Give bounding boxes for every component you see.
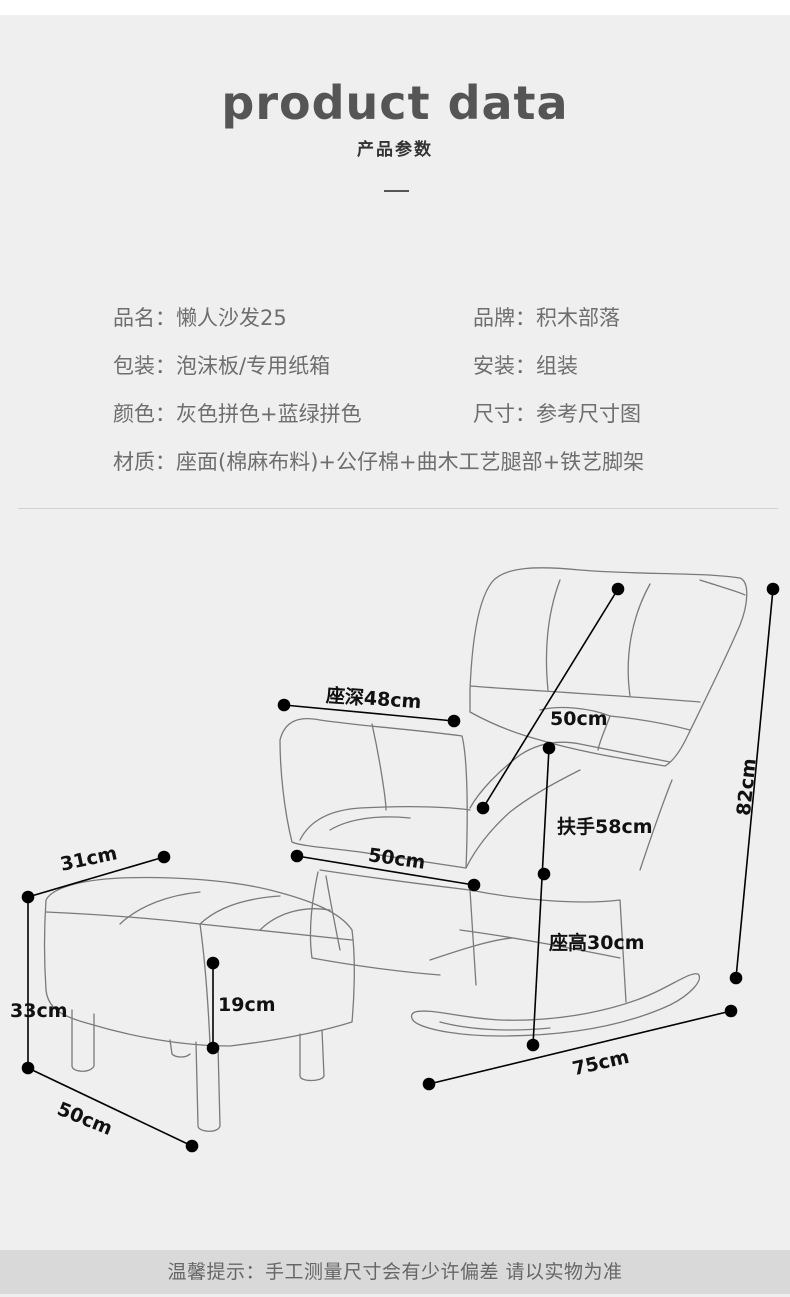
- spec-material: 材质：座面(棉麻布料)+公仔棉+曲木工艺腿部+铁艺脚架: [113, 450, 645, 474]
- spec-size: 尺寸：参考尺寸图: [473, 402, 641, 426]
- spec-brand: 品牌：积木部落: [473, 306, 620, 330]
- dim-armrest: 扶手58cm: [557, 816, 653, 838]
- chair-rocker: [410, 973, 700, 1037]
- spec-color: 颜色：灰色拼色+蓝绿拼色: [113, 402, 362, 426]
- dim-back-width: 50cm: [550, 708, 608, 730]
- page-subtitle: 产品参数: [357, 140, 433, 160]
- title-divider: [384, 190, 409, 192]
- section-divider: [18, 508, 778, 509]
- spec-install: 安装：组装: [473, 354, 578, 378]
- spec-packaging: 包装：泡沫板/专用纸箱: [113, 354, 331, 378]
- ottoman-body: [43, 876, 355, 1047]
- dim-stool-cushion: 19cm: [218, 994, 276, 1016]
- footer-note: 温馨提示：手工测量尺寸会有少许偏差 请以实物为准: [0, 1250, 790, 1294]
- spec-name: 品名：懒人沙发25: [113, 306, 287, 330]
- dim-seat-height: 座高30cm: [549, 932, 645, 954]
- content-panel: [0, 15, 790, 1297]
- page-title: product data: [221, 76, 569, 130]
- chair-backrest: [469, 567, 748, 767]
- dim-stool-height: 33cm: [10, 1000, 68, 1022]
